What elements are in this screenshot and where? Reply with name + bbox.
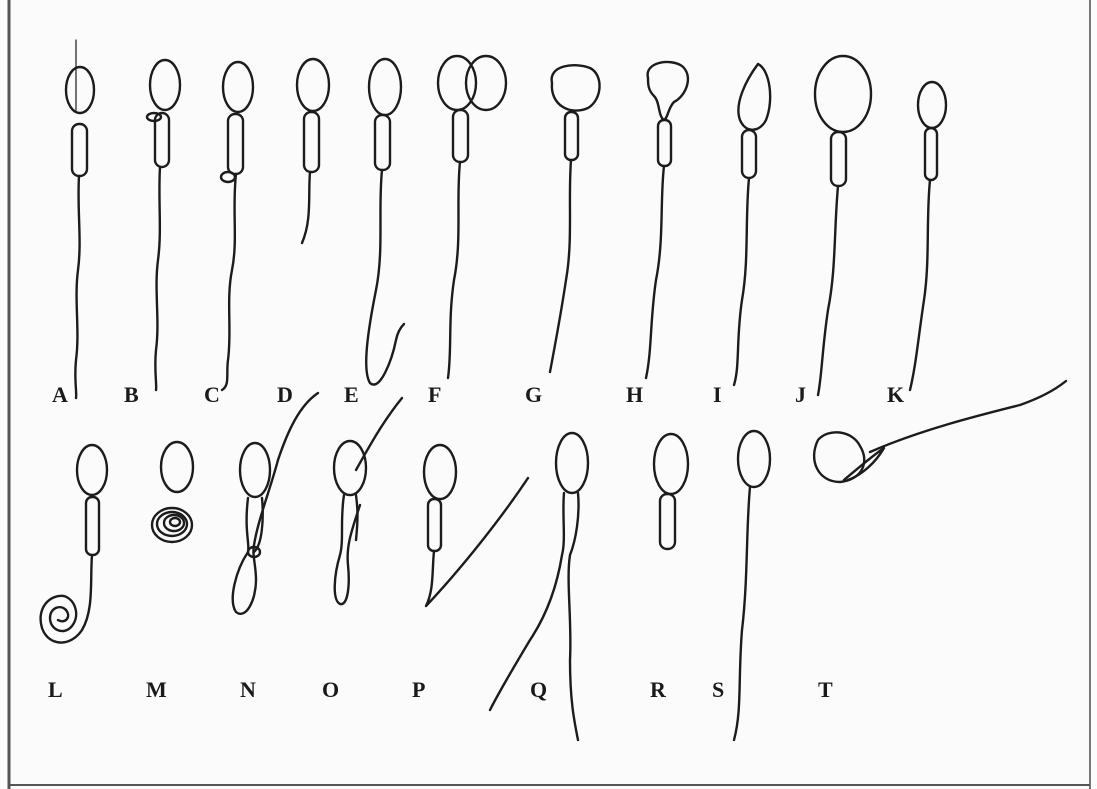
sperm-n-drawing [233, 393, 318, 614]
sperm-m-drawing [152, 442, 193, 542]
sperm-p-drawing [424, 445, 528, 606]
label-j: J [795, 384, 806, 406]
label-a: A [52, 384, 68, 406]
label-h: H [626, 384, 643, 406]
sperm-g-drawing [550, 65, 600, 372]
sperm-f-drawing [438, 56, 506, 378]
sperm-a-drawing [66, 40, 94, 398]
label-l: L [48, 679, 63, 701]
label-r: R [650, 679, 666, 701]
sperm-h-drawing [646, 62, 688, 378]
sperm-t-drawing [814, 381, 1066, 482]
label-e: E [344, 384, 359, 406]
label-o: O [322, 679, 339, 701]
label-b: B [124, 384, 139, 406]
sperm-k-drawing [910, 82, 946, 390]
label-c: C [204, 384, 220, 406]
sperm-l-drawing [41, 445, 107, 643]
label-n: N [240, 679, 256, 701]
label-q: Q [530, 679, 547, 701]
label-k: K [887, 384, 904, 406]
label-i: I [713, 384, 722, 406]
label-f: F [428, 384, 441, 406]
label-g: G [525, 384, 542, 406]
label-d: D [277, 384, 293, 406]
sperm-c-drawing [221, 62, 253, 390]
label-m: M [146, 679, 167, 701]
label-s: S [712, 679, 724, 701]
sperm-e-drawing [366, 59, 404, 385]
sperm-s-drawing [734, 431, 770, 740]
sperm-b-drawing [147, 60, 180, 390]
sperm-o-drawing [334, 398, 402, 604]
sperm-r-drawing [654, 434, 688, 549]
sperm-j-drawing [815, 56, 871, 395]
label-t: T [818, 679, 833, 701]
sperm-i-drawing [734, 64, 770, 385]
sperm-d-drawing [297, 59, 329, 243]
label-p: P [412, 679, 425, 701]
